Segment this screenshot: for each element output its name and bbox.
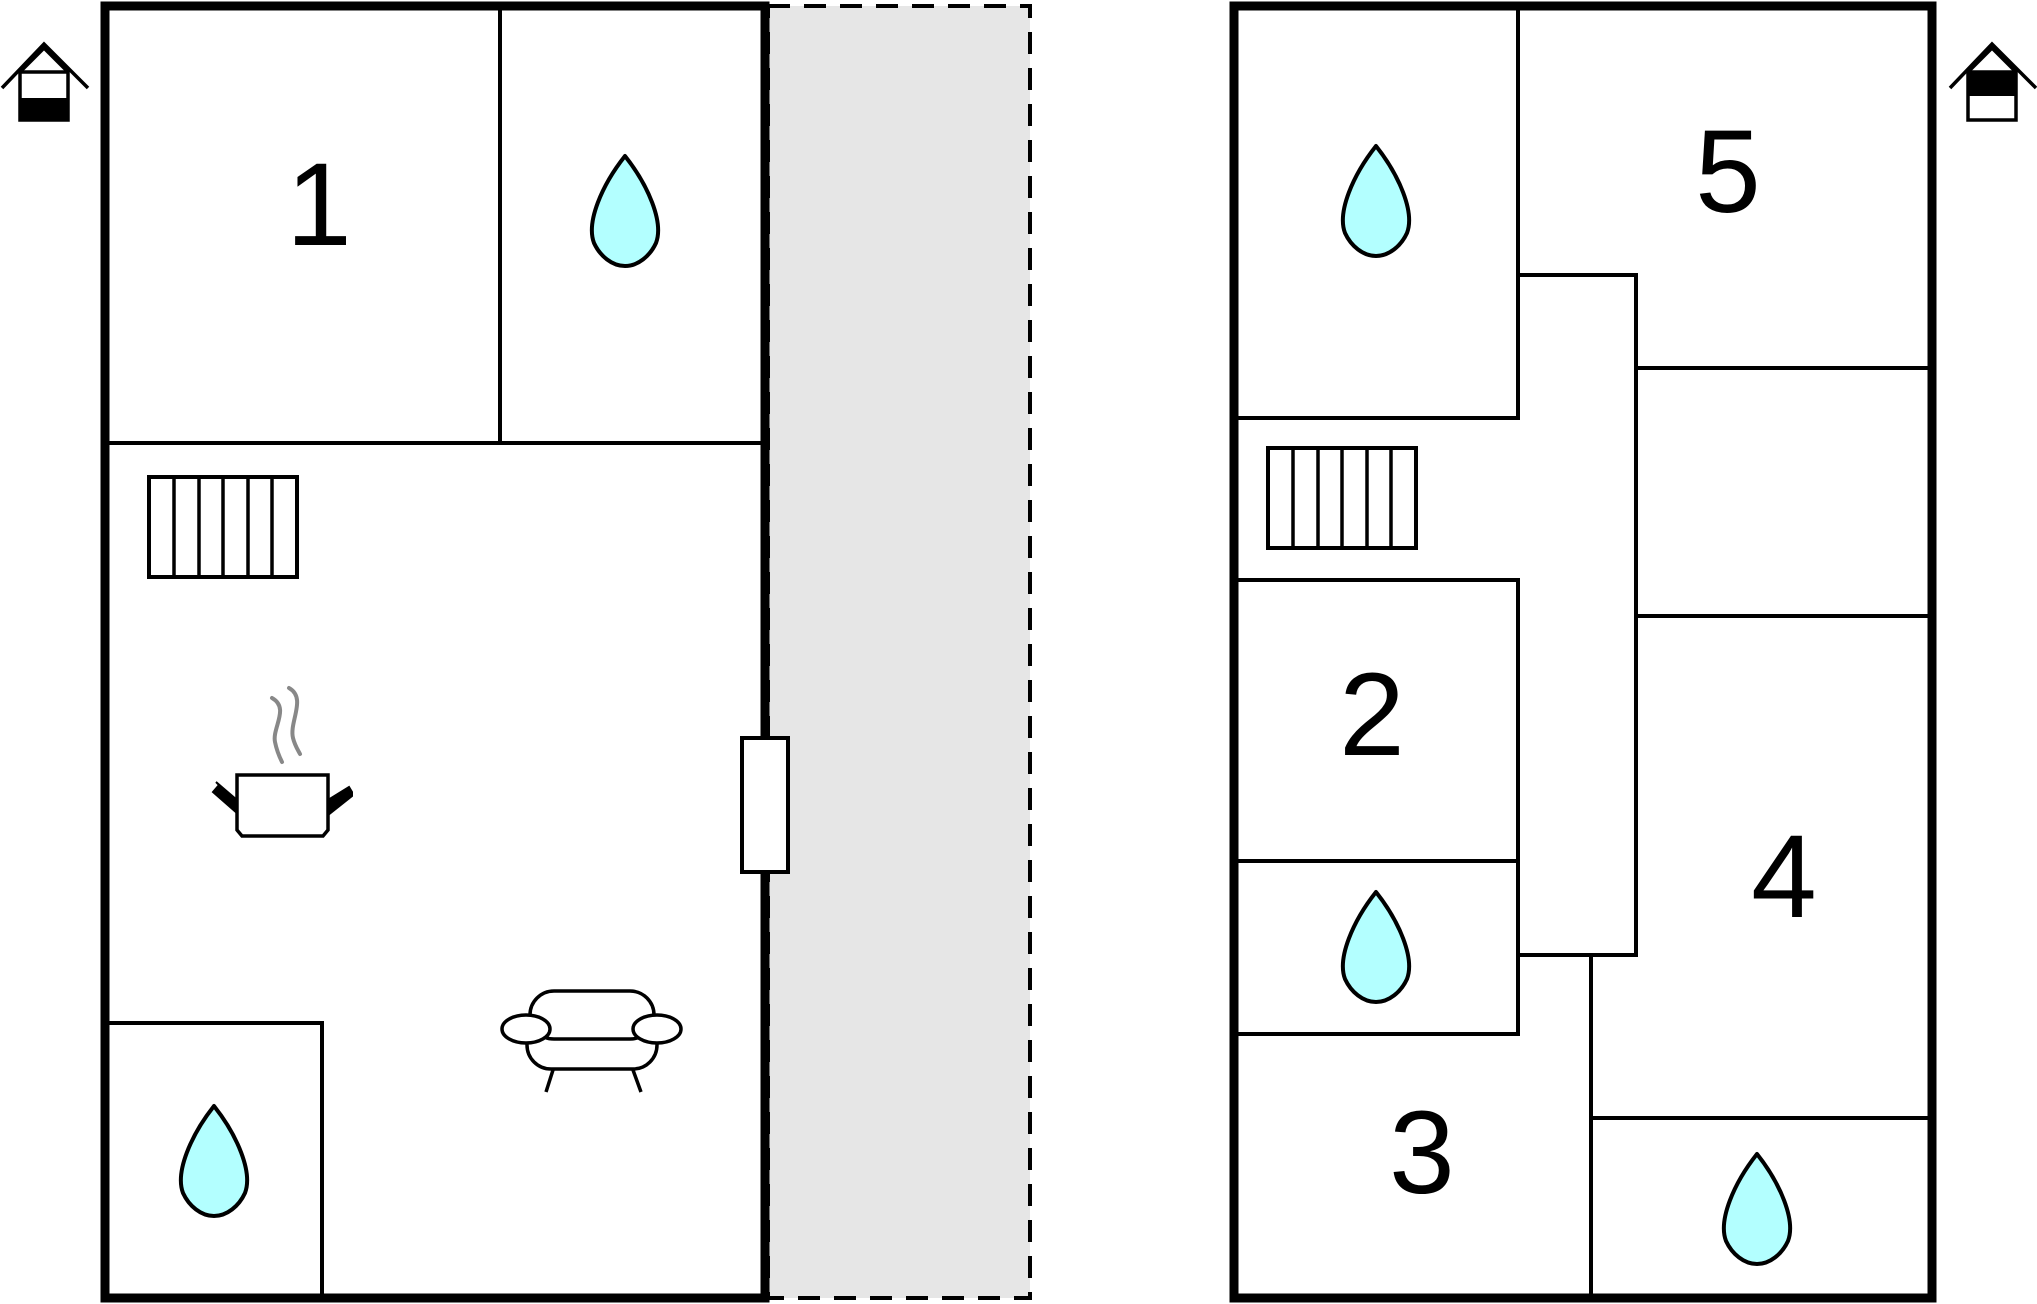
room-number: 4 [1751,811,1817,943]
water-drop-icon [1340,144,1412,258]
water-drop-icon [589,154,661,268]
upper-floor-plan: 5 2 4 3 [1229,1,1937,1303]
terrace-area [766,4,1032,1300]
water-drop-icon [1340,890,1412,1004]
stairs-icon [147,475,299,579]
upper-floor-outline [1229,1,1937,1303]
sofa-icon [500,989,683,1093]
water-drop-icon [178,1104,250,1218]
door-icon [740,736,790,874]
ground-floor-outline [100,1,770,1303]
room-number: 3 [1389,1087,1455,1219]
ground-floor-plan: 1 [100,1,1032,1303]
house-upper-floor-icon [1948,41,2037,122]
room-number: 2 [1339,649,1405,781]
room-number: 5 [1695,106,1761,238]
room-number: 1 [286,139,352,271]
cooking-pot-icon [211,686,353,838]
water-drop-icon [1721,1152,1793,1266]
stairs-icon [1266,446,1418,550]
house-ground-floor-icon [0,41,90,122]
